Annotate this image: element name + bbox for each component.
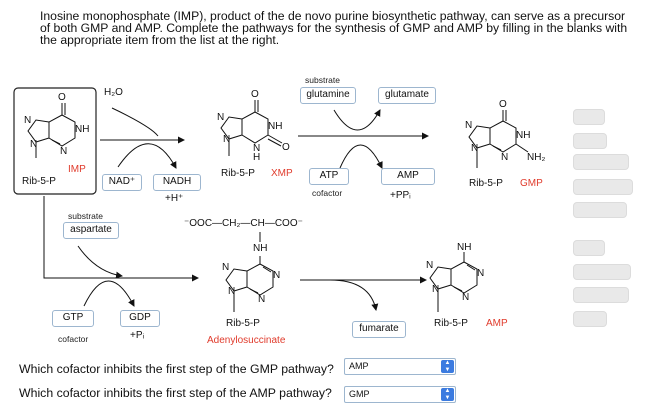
- answer-slot[interactable]: [573, 287, 629, 303]
- amp-reagent-box[interactable]: AMP: [381, 168, 435, 185]
- gtp-curve: [83, 280, 135, 307]
- answer-slot[interactable]: [573, 311, 607, 327]
- xmp-n1h: NH: [268, 121, 283, 132]
- water-label: H₂O: [104, 87, 123, 98]
- amp-n1: N: [477, 268, 485, 279]
- fumarate-curve: [329, 279, 379, 311]
- ppi-label: +PPᵢ: [390, 190, 411, 201]
- adenylosuccinate-n9: N: [228, 286, 236, 297]
- gmp-inhibitor-value: AMP: [349, 361, 369, 371]
- xmp-o2: O: [282, 142, 290, 153]
- imp-name: IMP: [68, 164, 86, 175]
- select-arrows-icon: ▲▼: [441, 388, 454, 401]
- gtp-box[interactable]: GTP: [52, 310, 94, 327]
- intro-paragraph: Inosine monophosphate (IMP), product of …: [40, 9, 628, 47]
- fumarate-box[interactable]: fumarate: [352, 321, 406, 338]
- nad-curve: [117, 143, 177, 169]
- glutamine-box[interactable]: glutamine: [300, 87, 356, 104]
- imp-n9: N: [30, 139, 38, 150]
- atp-curve: [339, 144, 383, 169]
- gmp-nh2: NH₂: [527, 152, 546, 163]
- amp-inhibitor-value: GMP: [349, 389, 370, 399]
- adenylosuccinate-n3: N: [258, 294, 266, 305]
- adenylosuccinate-n7: N: [222, 262, 230, 273]
- xmp-sugar: Rib-5-P: [221, 168, 255, 179]
- amp-sugar: Rib-5-P: [434, 318, 468, 329]
- glutamate-box[interactable]: glutamate: [378, 87, 436, 104]
- answer-slot[interactable]: [573, 202, 627, 218]
- xmp-structure: [220, 100, 283, 156]
- nadh-box[interactable]: NADH: [153, 174, 201, 191]
- cofactor-label-top: cofactor: [312, 188, 343, 198]
- amp-nh: NH: [457, 242, 472, 253]
- xmp-n9: N: [223, 134, 231, 145]
- gdp-box[interactable]: GDP: [120, 310, 160, 327]
- answer-slot[interactable]: [573, 133, 607, 149]
- question-amp-inhibitor: Which cofactor inhibits the first step o…: [19, 386, 332, 400]
- adenylosuccinate-n1: N: [273, 270, 281, 281]
- imp-structure: [27, 103, 76, 158]
- adenylosuccinate-side-chain: ⁻OOC—CH₂—CH—COO⁻: [184, 218, 303, 229]
- xmp-n3: N: [253, 143, 261, 154]
- adenylosuccinate-sugar: Rib-5-P: [226, 318, 260, 329]
- glutamine-curve: [333, 109, 381, 131]
- gmp-n1h: NH: [516, 130, 531, 141]
- imp-frame: [13, 87, 97, 195]
- amp-n3: N: [462, 292, 470, 303]
- select-arrows-icon: ▲▼: [441, 360, 454, 373]
- answer-slot[interactable]: [573, 109, 605, 125]
- adenylosuccinate-name: Adenylosuccinate: [207, 335, 286, 346]
- imp-sugar: Rib-5-P: [22, 176, 56, 187]
- adenylosuccinate-nh: NH: [253, 243, 268, 254]
- amp-inhibitor-select[interactable]: GMP ▲▼: [344, 386, 456, 403]
- amp-n9: N: [432, 284, 440, 295]
- answer-slot[interactable]: [573, 264, 631, 280]
- amp-n7: N: [426, 260, 434, 271]
- gmp-carbonyl-o: O: [499, 99, 507, 110]
- xmp-n7: N: [217, 112, 225, 123]
- h-plus-label: +H⁺: [165, 193, 184, 204]
- substrate-label-top: substrate: [305, 75, 340, 85]
- adenylosuccinate-structure: [225, 232, 274, 312]
- amp-name: AMP: [486, 318, 508, 329]
- gmp-inhibitor-select[interactable]: AMP ▲▼: [344, 358, 456, 375]
- gmp-structure: [468, 110, 529, 168]
- answer-slot[interactable]: [573, 179, 633, 195]
- substrate-label-left: substrate: [68, 211, 103, 221]
- aspartate-box[interactable]: aspartate: [63, 222, 119, 239]
- gmp-n9: N: [471, 143, 479, 154]
- amp-structure: [429, 252, 478, 312]
- gmp-name: GMP: [520, 178, 543, 189]
- imp-carbonyl-o: O: [58, 92, 66, 103]
- gmp-n3: N: [501, 152, 509, 163]
- answer-slot[interactable]: [573, 240, 605, 256]
- gmp-sugar: Rib-5-P: [469, 178, 503, 189]
- pi-label: +Pᵢ: [130, 330, 145, 341]
- xmp-name: XMP: [271, 168, 293, 179]
- nad-box[interactable]: NAD⁺: [102, 174, 142, 191]
- gmp-n7: N: [465, 120, 473, 131]
- xmp-h: H: [253, 152, 261, 163]
- branch-line: [43, 196, 199, 282]
- answer-slot[interactable]: [573, 154, 629, 170]
- xmp-carbonyl-o: O: [251, 89, 259, 100]
- water-curve: [111, 107, 159, 137]
- atp-box[interactable]: ATP: [309, 168, 349, 185]
- cofactor-label-bottom: cofactor: [58, 334, 89, 344]
- imp-n7: N: [24, 115, 32, 126]
- question-gmp-inhibitor: Which cofactor inhibits the first step o…: [19, 362, 334, 376]
- imp-n3: N: [60, 146, 68, 157]
- aspartate-curve: [77, 245, 123, 279]
- imp-n1h: NH: [75, 124, 90, 135]
